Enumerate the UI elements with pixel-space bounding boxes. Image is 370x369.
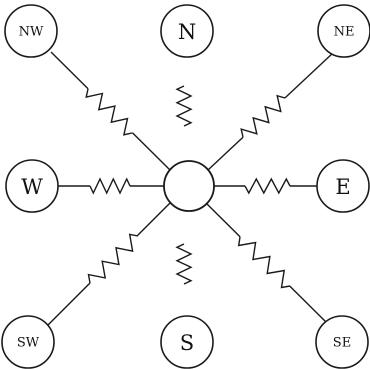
node-w-label: W	[21, 175, 43, 199]
node-se-label: SE	[333, 336, 351, 351]
node-s: S	[160, 315, 214, 369]
node-e-label: E	[335, 175, 350, 199]
node-ne-label: NE	[334, 25, 355, 40]
node-e: E	[316, 159, 370, 213]
spring-nw	[85, 88, 133, 136]
spring-e	[244, 177, 291, 195]
node-ne: NE	[317, 4, 370, 58]
node-sw: SW	[1, 315, 55, 369]
spring-n	[175, 85, 193, 127]
spring-se	[237, 236, 291, 289]
node-w: W	[5, 159, 59, 213]
node-se: SE	[315, 315, 369, 369]
spring-gap	[241, 96, 287, 139]
spring-s	[175, 243, 193, 285]
center-mass	[163, 160, 215, 212]
node-sw-label: SW	[17, 336, 40, 351]
spring-w	[89, 177, 131, 195]
springs	[85, 85, 292, 289]
node-n-label: N	[178, 20, 196, 44]
node-nw-label: NW	[19, 25, 44, 40]
spring-ne	[240, 94, 286, 138]
spring-gap	[88, 234, 140, 285]
spring-gap	[86, 87, 134, 135]
spring-gap	[238, 235, 292, 288]
node-n: N	[160, 4, 214, 58]
node-nw: NW	[4, 4, 58, 58]
node-s-label: S	[180, 331, 194, 355]
spring-sw	[87, 233, 139, 284]
